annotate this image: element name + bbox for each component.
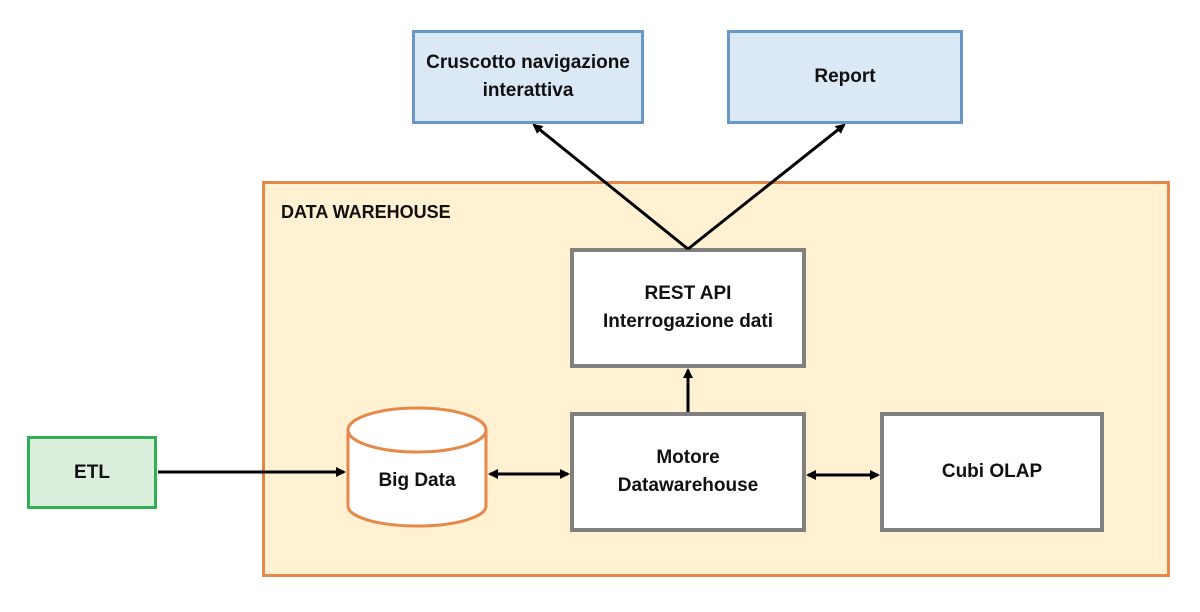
cylinder-body xyxy=(346,430,488,528)
cubi-olap-node[interactable]: Cubi OLAP xyxy=(880,412,1104,532)
report-label: Report xyxy=(814,66,876,87)
motore-datawarehouse-node[interactable]: Motore Datawarehouse xyxy=(570,412,806,532)
data-warehouse-title: DATA WAREHOUSE xyxy=(281,202,451,222)
cruscotto-label-line2: interattiva xyxy=(482,80,574,101)
cruscotto-node[interactable]: Cruscotto navigazione interattiva xyxy=(412,30,644,124)
report-node[interactable]: Report xyxy=(727,30,963,124)
cubi-olap-label: Cubi OLAP xyxy=(941,461,1043,482)
rest-api-label-line1: REST API xyxy=(644,283,732,304)
motore-label-line1: Motore xyxy=(656,447,720,468)
cruscotto-label-line1: Cruscotto navigazione xyxy=(426,52,630,73)
big-data-label: Big Data xyxy=(378,470,456,491)
rest-api-node[interactable]: REST API Interrogazione dati xyxy=(570,248,806,368)
motore-label-line2: Datawarehouse xyxy=(617,475,759,496)
rest-api-label-line2: Interrogazione dati xyxy=(603,311,773,332)
restapi-to-cruscotto-arrow xyxy=(532,123,689,251)
restapi-to-report-arrow xyxy=(687,123,846,251)
etl-node[interactable]: ETL xyxy=(27,436,157,509)
cylinder-top xyxy=(346,406,488,454)
etl-label: ETL xyxy=(74,461,110,483)
big-data-node[interactable] xyxy=(346,406,488,528)
